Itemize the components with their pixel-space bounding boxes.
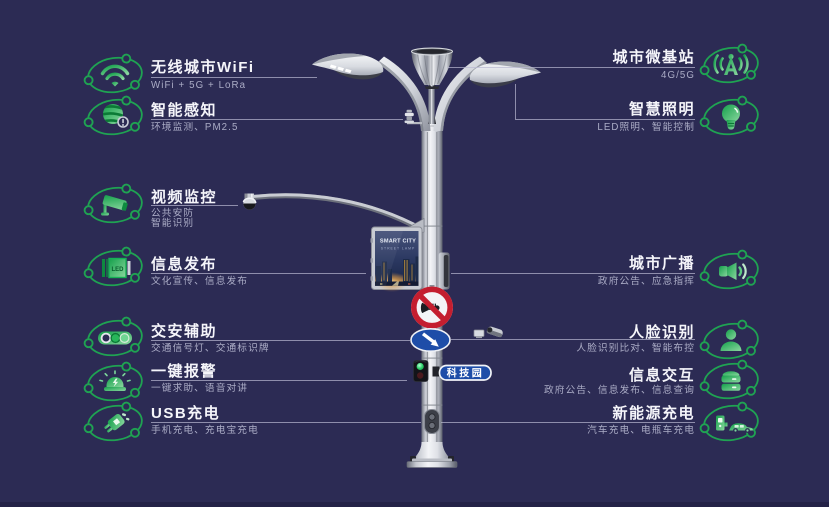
pole-traffic-light — [413, 360, 429, 382]
display-screen: SMART CITY STREET LAMP — [370, 217, 425, 292]
base-station-cone — [410, 47, 454, 124]
no-horn-sign — [410, 285, 453, 329]
screen-subtitle: STREET LAMP — [381, 247, 416, 251]
charging-panel — [423, 408, 441, 435]
face-recognition-cameras — [473, 326, 503, 339]
blue-arrow-sign — [410, 327, 451, 352]
environment-sensor-device — [404, 109, 422, 125]
pole-base — [406, 442, 458, 468]
bottom-strip — [0, 502, 829, 507]
screen-title: SMART CITY — [380, 239, 416, 245]
left-lamp-leaf — [312, 53, 384, 80]
broadcast-speaker — [438, 252, 450, 290]
street-name-sign: 科技园 — [432, 364, 492, 381]
cctv-arm — [242, 193, 425, 233]
screen-city-skyline — [375, 256, 419, 292]
cctv-camera-on-arm — [242, 193, 257, 210]
left-leaf-led-lights — [329, 64, 352, 74]
street-sign-label: 科技园 — [447, 367, 485, 380]
